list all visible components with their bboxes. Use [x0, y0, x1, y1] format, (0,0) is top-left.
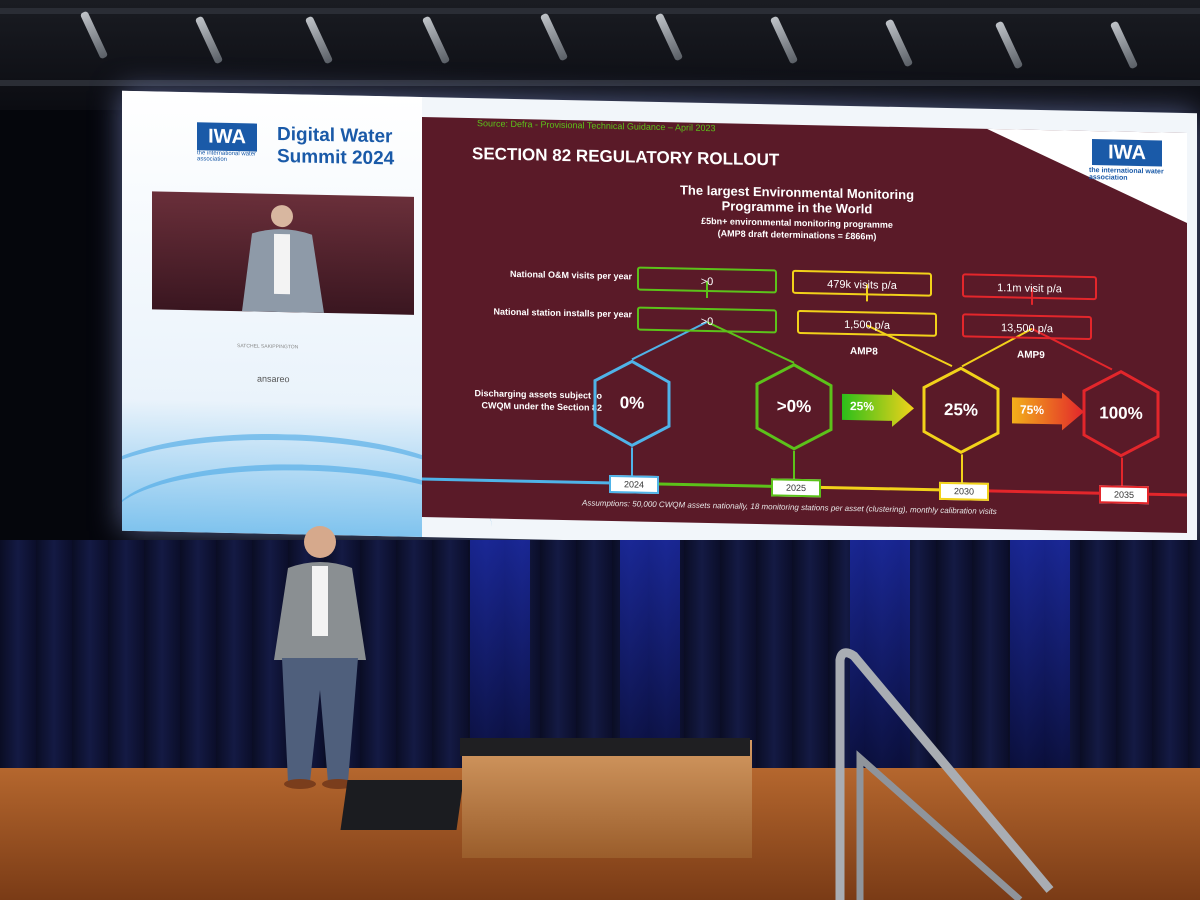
blue-stage-light	[850, 540, 910, 770]
sponsor-logo: ansareo	[257, 373, 290, 385]
hex-2030-value: 25%	[943, 399, 979, 420]
arrow-amp8-label: 25%	[850, 398, 875, 414]
blue-stage-light	[1010, 540, 1070, 770]
year-2030: 2030	[939, 481, 989, 501]
truss-beam	[0, 80, 1200, 86]
projection-screen: IWA the international water association …	[122, 90, 1197, 554]
presenter-on-stage	[274, 526, 366, 789]
stage-light-fixture	[304, 15, 334, 65]
arrow-amp9: 75%	[1012, 391, 1084, 431]
stage-light-fixture	[884, 18, 914, 68]
speaker-silhouette	[242, 205, 324, 313]
stair-handrail	[835, 648, 1054, 900]
stage-light-fixture	[1109, 20, 1139, 70]
stage-light-fixture	[194, 15, 224, 65]
hex-2024: 0%	[593, 359, 671, 449]
blue-stage-light	[620, 540, 680, 770]
stage-light-fixture	[539, 12, 569, 62]
wooden-podium	[462, 740, 752, 858]
event-title-line2: Summit 2024	[277, 145, 395, 170]
truss-beam	[0, 8, 1200, 14]
hex-2035-value: 100%	[1099, 403, 1143, 424]
year-2035: 2035	[1099, 485, 1149, 505]
blue-stage-light	[470, 540, 530, 770]
presentation-slide: IWA the international water association …	[422, 117, 1187, 534]
iwa-logo: IWA	[197, 122, 257, 152]
speaker-caption: SATCHEL SAKIPPINGTON	[237, 343, 299, 351]
podium-top	[460, 738, 750, 756]
hex-2024-value: 0%	[619, 393, 645, 413]
stage-curtain	[0, 540, 1200, 770]
stage-light-fixture	[79, 10, 109, 60]
year-2024: 2024	[609, 474, 659, 494]
hex-2025: >0%	[755, 362, 833, 452]
installs-2035-box: 13,500 p/a	[962, 313, 1092, 341]
year-2025: 2025	[771, 478, 821, 498]
stage-light-fixture	[994, 20, 1024, 70]
iwa-logo-subtitle: the international water association	[197, 150, 257, 163]
event-branding-panel: IWA the international water association …	[122, 90, 492, 554]
installs-2030-box: 1,500 p/a	[797, 309, 937, 337]
hex-2030: 25%	[922, 365, 1000, 455]
visits-2025-box: >0	[637, 266, 777, 294]
amp9-label: AMP9	[1017, 349, 1045, 362]
hex-2035: 100%	[1082, 369, 1160, 459]
amp8-label: AMP8	[850, 345, 878, 358]
arrow-amp9-label: 75%	[1020, 402, 1045, 418]
speaker-video-feed	[152, 191, 414, 315]
hex-2025-value: >0%	[776, 396, 812, 417]
stage-light-fixture	[654, 12, 684, 62]
visits-2035-box: 1.1m visit p/a	[962, 273, 1097, 301]
stage-light-fixture	[421, 15, 451, 65]
arrow-amp8: 25%	[842, 388, 914, 428]
installs-2025-box: >0	[637, 306, 777, 334]
confidence-monitor	[340, 780, 464, 830]
event-title-line1: Digital Water	[277, 123, 393, 148]
visits-2030-box: 479k visits p/a	[792, 269, 932, 297]
stage-light-fixture	[769, 15, 799, 65]
